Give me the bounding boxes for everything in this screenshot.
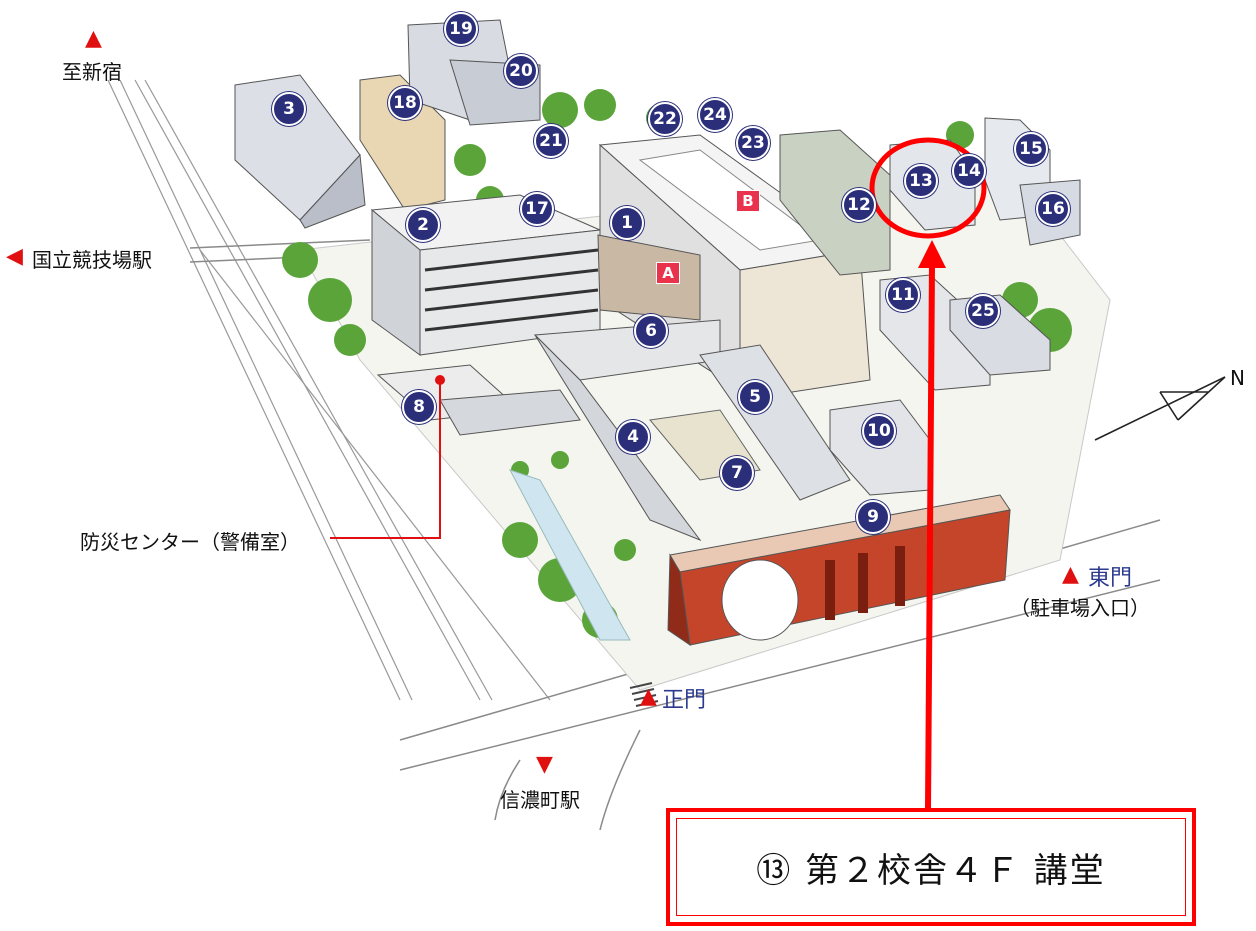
building-12	[779, 129, 891, 276]
north-label: N	[1230, 366, 1245, 390]
building-pin-23: 23	[736, 126, 770, 160]
gate-marker-icon: ▲	[640, 684, 657, 709]
building-pin-22: 22	[648, 102, 682, 136]
building-pin-15: 15	[1014, 132, 1048, 166]
building-pin-17: 17	[520, 192, 554, 226]
building-pin-14: 14	[952, 154, 986, 188]
building-1	[597, 234, 701, 321]
gate-main: 正門	[662, 688, 707, 713]
building-pin-6: 6	[634, 314, 668, 348]
building-pin-1: 1	[610, 206, 644, 240]
building-pin-3: 3	[272, 92, 306, 126]
callout-inner-frame: ⑬ 第２校舎４Ｆ 講堂	[676, 818, 1186, 916]
building-pin-2: 2	[406, 208, 440, 242]
building-pin-4: 4	[616, 420, 650, 454]
facility-label: 防災センター（警備室）	[80, 530, 300, 554]
building-pin-16: 16	[1036, 192, 1070, 226]
building-2	[370, 194, 602, 356]
marker-a: A	[656, 262, 680, 284]
gate-east-note: （駐車場入口）	[1010, 596, 1150, 620]
station-shinjuku: 至新宿	[62, 60, 122, 84]
building-pin-19: 19	[444, 12, 478, 46]
building-3	[234, 74, 366, 229]
facility-pointer	[330, 380, 441, 539]
building-pin-24: 24	[698, 98, 732, 132]
station-kokuritsu: 国立競技場駅	[32, 248, 152, 272]
building-pin-11: 11	[886, 278, 920, 312]
marker-b: B	[736, 190, 760, 212]
station-shinanomachi: 信濃町駅	[500, 788, 580, 812]
building-pin-18: 18	[388, 86, 422, 120]
station-marker-icon: ▲	[85, 26, 102, 51]
crosswalk	[629, 682, 659, 707]
building-18	[359, 74, 446, 211]
building-pin-13: 13	[904, 164, 938, 198]
gate-marker-icon: ▲	[1062, 562, 1079, 587]
building-pin-9: 9	[856, 500, 890, 534]
callout-text: ⑬ 第２校舎４Ｆ 講堂	[756, 850, 1106, 891]
building-pin-10: 10	[862, 414, 896, 448]
building-pin-7: 7	[720, 456, 754, 490]
highlight-arrow	[918, 240, 946, 809]
station-marker-icon: ◀	[6, 244, 23, 269]
north-arrow	[1094, 376, 1226, 441]
building-pin-12: 12	[842, 188, 876, 222]
station-marker-icon: ▼	[536, 752, 553, 777]
building-pin-5: 5	[738, 380, 772, 414]
building-pin-8: 8	[402, 390, 436, 424]
building-pin-21: 21	[534, 124, 568, 158]
gate-east: 東門	[1088, 566, 1133, 591]
railway	[107, 79, 551, 701]
callout-box: ⑬ 第２校舎４Ｆ 講堂	[666, 808, 1196, 926]
building-pin-20: 20	[504, 54, 538, 88]
courtyard-pool	[508, 469, 631, 641]
facility-dot	[435, 375, 445, 385]
highlight-ring	[869, 137, 987, 239]
building-8	[376, 364, 581, 436]
building-pin-25: 25	[966, 294, 1000, 328]
